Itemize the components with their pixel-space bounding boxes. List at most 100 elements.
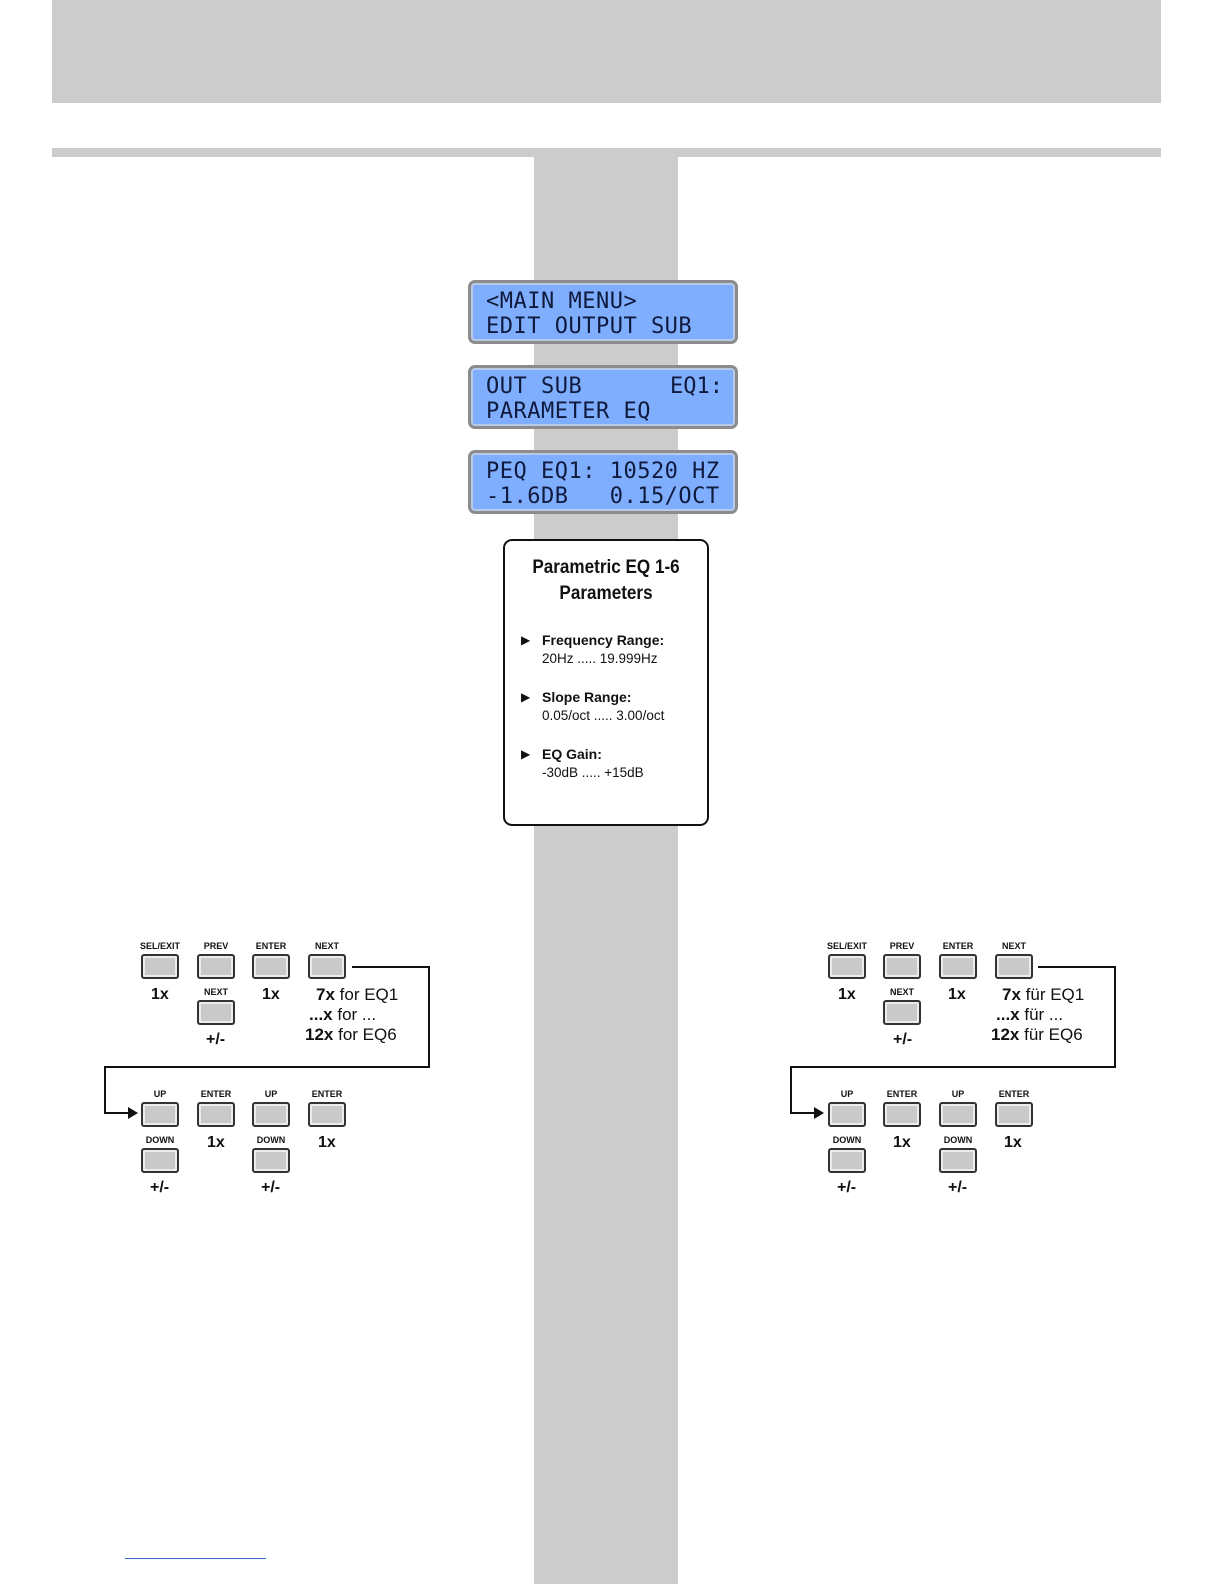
param-label: Frequency Range: bbox=[542, 632, 665, 648]
label-enter: ENTER bbox=[255, 941, 287, 951]
label-down: DOWN bbox=[832, 1135, 862, 1145]
up-button[interactable] bbox=[828, 1102, 866, 1127]
label-enter: ENTER bbox=[311, 1089, 343, 1099]
enter-button[interactable] bbox=[939, 954, 977, 979]
arrow-right-icon bbox=[128, 1107, 138, 1119]
param-title-line-2: Parameters bbox=[559, 583, 653, 604]
count-plus-minus: +/- bbox=[150, 1179, 170, 1196]
next-button[interactable] bbox=[197, 1000, 235, 1025]
param-value: 20Hz ..... 19.999Hz bbox=[542, 651, 658, 666]
prev-button[interactable] bbox=[197, 954, 235, 979]
count-plus-minus: +/- bbox=[206, 1031, 226, 1048]
count-1x: 1x bbox=[838, 986, 856, 1003]
label-sel-exit: SEL/EXIT bbox=[139, 941, 180, 951]
sel-exit-button[interactable] bbox=[141, 954, 179, 979]
connector-line bbox=[1114, 966, 1116, 1068]
connector-line bbox=[790, 1112, 816, 1114]
next-button[interactable] bbox=[308, 954, 346, 979]
param-label: Slope Range: bbox=[542, 689, 632, 705]
lcd-display-main-menu: <MAIN MENU> EDIT OUTPUT SUB bbox=[468, 280, 738, 344]
note-line-2: ...x für ... bbox=[996, 1005, 1064, 1024]
header-rule bbox=[52, 148, 1161, 157]
enter-button[interactable] bbox=[197, 1102, 235, 1127]
connector-line bbox=[352, 966, 430, 968]
connector-line bbox=[428, 966, 430, 1068]
label-enter: ENTER bbox=[998, 1089, 1030, 1099]
lcd-display-peq: PEQ EQ1: 10520 HZ -1.6DB 0.15/OCT bbox=[468, 450, 738, 514]
footer-link-underline bbox=[125, 1558, 266, 1559]
lcd-line-2: EDIT OUTPUT SUB bbox=[486, 314, 693, 339]
next-button[interactable] bbox=[995, 954, 1033, 979]
label-up: UP bbox=[153, 1089, 167, 1099]
parameter-box: Parametric EQ 1-6 Parameters ▶ Frequency… bbox=[503, 539, 709, 826]
triangle-right-icon: ▶ bbox=[521, 690, 531, 704]
note-line-2: ...x for ... bbox=[309, 1005, 377, 1024]
param-value: -30dB ..... +15dB bbox=[542, 765, 644, 780]
label-up: UP bbox=[840, 1089, 854, 1099]
count-1x: 1x bbox=[893, 1134, 911, 1151]
connector-line bbox=[790, 1066, 792, 1114]
lcd-display-out-sub: OUT SUB EQ1: PARAMETER EQ bbox=[468, 365, 738, 429]
count-1x: 1x bbox=[262, 986, 280, 1003]
enter-button[interactable] bbox=[308, 1102, 346, 1127]
param-value: 0.05/oct ..... 3.00/oct bbox=[542, 708, 665, 723]
label-down: DOWN bbox=[943, 1135, 973, 1145]
param-title-line-1: Parametric EQ 1-6 bbox=[532, 557, 680, 578]
enter-button[interactable] bbox=[995, 1102, 1033, 1127]
note-line-1: 7x für EQ1 bbox=[1002, 985, 1085, 1004]
up-button[interactable] bbox=[141, 1102, 179, 1127]
count-plus-minus: +/- bbox=[893, 1031, 913, 1048]
lcd-line-1: OUT SUB bbox=[486, 374, 583, 399]
prev-button[interactable] bbox=[883, 954, 921, 979]
note-line-3: 12x for EQ6 bbox=[305, 1025, 397, 1044]
count-1x: 1x bbox=[1004, 1134, 1022, 1151]
count-1x: 1x bbox=[207, 1134, 225, 1151]
label-sel-exit: SEL/EXIT bbox=[826, 941, 867, 951]
label-next: NEXT bbox=[1001, 941, 1026, 951]
connector-line bbox=[104, 1112, 130, 1114]
enter-button[interactable] bbox=[252, 954, 290, 979]
connector-line bbox=[790, 1066, 1116, 1068]
up-button[interactable] bbox=[252, 1102, 290, 1127]
count-1x: 1x bbox=[948, 986, 966, 1003]
count-plus-minus: +/- bbox=[948, 1179, 968, 1196]
down-button[interactable] bbox=[939, 1148, 977, 1173]
header-band bbox=[52, 0, 1161, 103]
down-button[interactable] bbox=[828, 1148, 866, 1173]
triangle-right-icon: ▶ bbox=[521, 747, 531, 761]
label-next: NEXT bbox=[314, 941, 339, 951]
label-enter: ENTER bbox=[942, 941, 974, 951]
label-prev: PREV bbox=[203, 941, 229, 951]
label-up: UP bbox=[951, 1089, 965, 1099]
connector-line bbox=[104, 1066, 430, 1068]
sel-exit-button[interactable] bbox=[828, 954, 866, 979]
arrow-right-icon bbox=[814, 1107, 824, 1119]
label-prev: PREV bbox=[889, 941, 915, 951]
label-down: DOWN bbox=[256, 1135, 286, 1145]
up-button[interactable] bbox=[939, 1102, 977, 1127]
lcd-line-1: PEQ EQ1: 10520 HZ bbox=[486, 459, 720, 484]
count-plus-minus: +/- bbox=[261, 1179, 281, 1196]
note-line-3: 12x für EQ6 bbox=[991, 1025, 1083, 1044]
param-label: EQ Gain: bbox=[542, 746, 602, 762]
lcd-line-1: <MAIN MENU> bbox=[486, 289, 638, 314]
triangle-right-icon: ▶ bbox=[521, 633, 531, 647]
lcd-line-1-right: EQ1: bbox=[670, 374, 723, 399]
label-enter: ENTER bbox=[200, 1089, 232, 1099]
enter-button[interactable] bbox=[883, 1102, 921, 1127]
note-line-1: 7x for EQ1 bbox=[316, 985, 399, 1004]
next-button[interactable] bbox=[883, 1000, 921, 1025]
down-button[interactable] bbox=[141, 1148, 179, 1173]
connector-line bbox=[1038, 966, 1116, 968]
down-button[interactable] bbox=[252, 1148, 290, 1173]
connector-line bbox=[104, 1066, 106, 1114]
label-next: NEXT bbox=[203, 987, 228, 997]
lcd-line-2: -1.6DB 0.15/OCT bbox=[486, 484, 720, 509]
count-1x: 1x bbox=[151, 986, 169, 1003]
label-up: UP bbox=[264, 1089, 278, 1099]
count-1x: 1x bbox=[318, 1134, 336, 1151]
label-next: NEXT bbox=[889, 987, 914, 997]
count-plus-minus: +/- bbox=[837, 1179, 857, 1196]
lcd-line-2: PARAMETER EQ bbox=[486, 399, 651, 424]
label-enter: ENTER bbox=[886, 1089, 918, 1099]
